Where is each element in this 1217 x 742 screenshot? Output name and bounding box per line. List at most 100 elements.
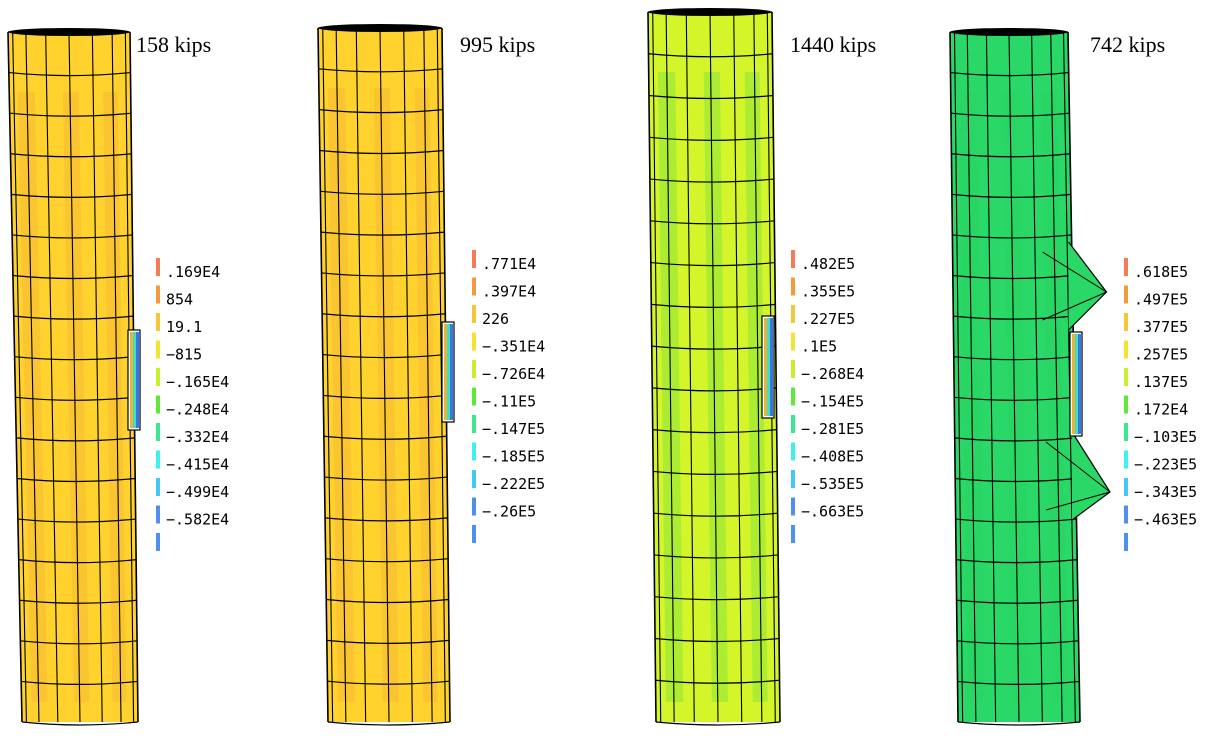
mesh-line [1050,31,1063,723]
plate-contour [764,318,767,416]
legend-value: −.281E5 [801,420,864,438]
legend-swatch [791,305,795,323]
mesh-line [1045,441,1111,493]
plate-contour [1072,334,1075,434]
mesh-line [25,31,40,723]
mesh-line [733,11,743,723]
legend-value: .172E4 [1134,401,1188,419]
legend-value: −.663E5 [801,503,864,521]
legend-value: .355E5 [801,283,855,301]
legend-value: .618E5 [1134,263,1188,281]
plate-contour [133,332,136,428]
legend-value: 19.1 [166,318,202,336]
legend-value: 854 [166,291,193,309]
legend-value: .497E5 [1134,291,1188,309]
legend-swatch [472,360,476,378]
mesh-line [985,31,997,723]
legend-swatch [472,415,476,433]
mesh-line [949,31,959,723]
legend-1: .169E485419.1−815−.165E4−.248E4−.332E4−.… [156,258,229,551]
plate-contour [1078,334,1081,434]
legend-value: −.222E5 [482,475,545,493]
legend-swatch [472,470,476,488]
mesh-line [685,11,695,723]
mesh-line [953,31,964,723]
legend-value: −.26E5 [482,503,536,521]
load-label-1: 158 kips [136,32,211,57]
mesh-line [379,27,390,723]
column-mesh-3 [647,8,781,726]
column-mesh-4 [949,28,1111,726]
mesh-line [91,31,103,723]
legend-swatch [156,533,160,551]
legend-4: .618E5.497E5.377E5.257E5.137E5.172E4−.10… [1124,258,1197,551]
legend-swatch [1124,368,1128,386]
legend-value: −.535E5 [801,475,864,493]
legend-swatch [472,305,476,323]
legend-swatch [472,277,476,296]
legend-value: −.154E5 [801,393,864,411]
legend-swatch [1124,450,1128,469]
column-top-cap [950,28,1068,36]
legend-swatch [156,285,160,304]
contour-band [62,92,90,702]
legend-value: .377E5 [1134,318,1188,336]
legend-2: .771E4.397E4226−.351E4−.726E4−.11E5−.147… [472,250,545,543]
mesh-line [665,11,675,723]
legend-swatch [156,258,160,276]
mesh-line [436,27,446,723]
legend-swatch [791,442,795,461]
mesh-line [753,11,763,723]
plate-contour [130,332,133,428]
mesh-line [423,27,433,723]
mesh-line [1008,31,1020,723]
contour-band [103,92,127,702]
legend-swatch [156,368,160,386]
legend-swatch [1124,340,1128,359]
legend-value: −.463E5 [1134,511,1197,529]
contour-band [1042,92,1068,702]
legend-value: −.726E4 [482,365,545,383]
legend-value: −.343E5 [1134,483,1197,501]
legend-value: −.11E5 [482,393,536,411]
legend-value: −.582E4 [166,511,229,529]
column-mesh-1 [7,28,141,726]
legend-value: −.351E4 [482,338,545,356]
plate-contour [444,324,447,420]
legend-value: .771E4 [482,255,536,273]
legend-swatch [156,340,160,359]
legend-value: .257E5 [1134,346,1188,364]
legend-swatch [1124,505,1128,524]
mesh-line [647,11,657,723]
contour-band [703,72,728,702]
legend-swatch [791,415,795,433]
legend-swatch [1124,313,1128,331]
legend-swatch [791,277,795,296]
legend-swatch [791,360,795,378]
legend-swatch [472,442,476,461]
mesh-line [12,31,27,723]
legend-value: −.248E4 [166,401,229,419]
mesh-line [652,11,662,723]
panel-1440-kips: 1440 kips .482E5.355E5.227E5.1E5−.268E4−… [647,8,876,726]
legend-swatch [1124,423,1128,441]
legend-swatch [1124,478,1128,496]
panel-995-kips: 995 kips .771E4.397E4226−.351E4−.726E4−.… [317,24,545,726]
legend-value: .1E5 [801,338,837,356]
legend-value: −.415E4 [166,456,229,474]
legend-value: −.103E5 [1134,428,1197,446]
panel-742-kips: 742 kips .618E5.497E5.377E5.257E5.137E5.… [949,28,1197,726]
mesh-line [1042,251,1107,293]
mesh-line [966,31,977,723]
legend-value: 226 [482,310,509,328]
local-buckle [1068,241,1108,331]
mesh-line [111,31,122,723]
column-top-cap [8,28,130,36]
panel-158-kips: 158 kips .169E485419.1−815−.165E4−.248E4… [7,28,229,726]
contour-band [373,88,399,702]
legend-value: −.185E5 [482,448,545,466]
legend-swatch [472,387,476,406]
mesh-ring [957,721,1081,726]
mesh-line [1042,291,1107,321]
